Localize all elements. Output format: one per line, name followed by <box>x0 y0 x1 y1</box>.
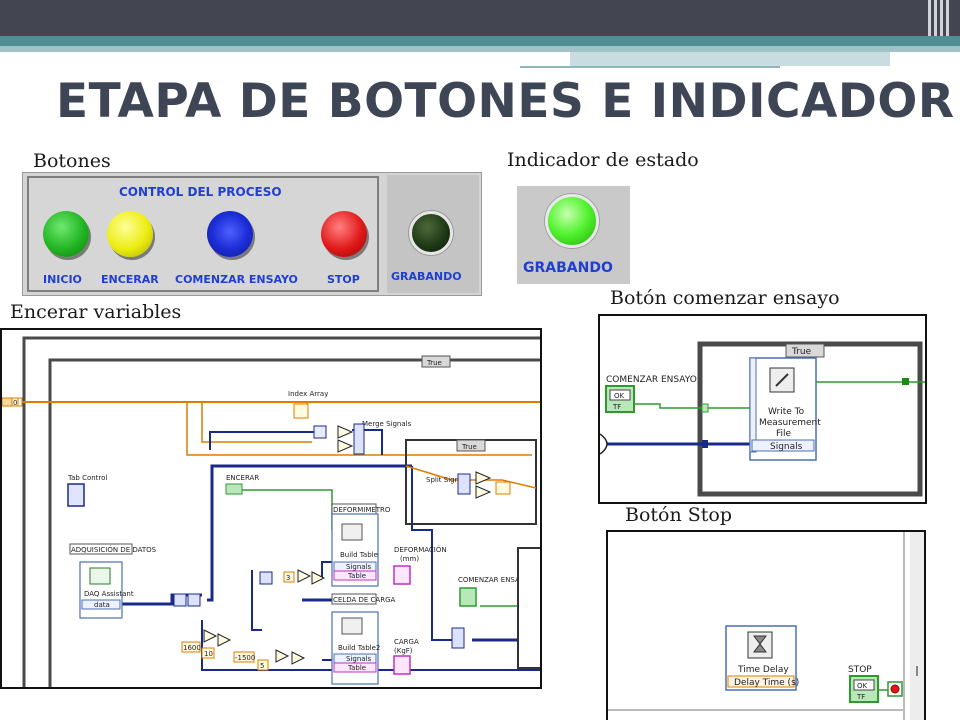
write-measurement-line1: Write To <box>768 407 805 417</box>
diagram-reset-variables: True True Index Array Merge Signals <box>0 328 542 689</box>
start-control-label: COMENZAR ENSAYO <box>606 375 697 385</box>
diagram-stop: Time Delay Delay Time (s) STOP OK TF <box>606 530 926 720</box>
inicio-label: INICIO <box>43 273 82 286</box>
case-selector-true[interactable]: True <box>426 359 442 367</box>
daq-data-label: data <box>94 601 110 609</box>
status-indicator: GRABANDO <box>517 186 630 284</box>
decorative-lines <box>928 0 950 36</box>
tab-control-label: Tab Control <box>67 474 107 482</box>
split-signals-label: Split Signals <box>426 476 469 484</box>
start-control-ok[interactable]: OK <box>614 392 625 400</box>
diagram-reset-canvas: True True Index Array Merge Signals <box>2 336 540 687</box>
build-table2-label: Build Table2 <box>338 644 380 652</box>
stop-label: STOP <box>327 273 360 286</box>
decorative-band <box>0 36 960 46</box>
write-measurement-signals: Signals <box>770 442 803 452</box>
decorative-line <box>520 66 780 68</box>
status-indicator-label: GRABANDO <box>523 260 613 276</box>
build-table2-signals: Signals <box>346 655 372 663</box>
build-table-table: Table <box>347 572 366 580</box>
time-delay-label: Time Delay <box>737 665 789 675</box>
comenzar-ensayo-label: COMENZAR ENSAYO <box>175 273 298 286</box>
slide-top-bar <box>0 0 960 36</box>
section-label-reset-vars: Encerar variables <box>10 301 182 323</box>
decorative-strip <box>570 52 890 66</box>
control-panel: CONTROL DEL PROCESO INICIO ENCERAR COMEN… <box>22 172 482 296</box>
control-panel-title: CONTROL DEL PROCESO <box>119 185 282 199</box>
control-panel-group: CONTROL DEL PROCESO INICIO ENCERAR COMEN… <box>27 176 379 292</box>
daq-assistant-label: DAQ Assistant <box>84 590 134 598</box>
carga-label: CARGA <box>394 638 419 646</box>
slide-title: ETAPA DE BOTONES E INDICADOR <box>56 74 955 129</box>
encerar-label: ENCERAR <box>101 273 159 286</box>
encerar-terminal-label: ENCERAR <box>226 474 259 482</box>
comenzar-ensayo-button[interactable] <box>207 211 253 257</box>
stop-control-tf: TF <box>856 693 865 701</box>
delay-time-input[interactable]: Delay Time (s) <box>734 678 799 688</box>
write-measurement-line3: File <box>776 429 792 439</box>
diagram-start-canvas: True COMENZAR ENSAYO OK TF Write To Meas… <box>600 341 925 497</box>
deformacion-label: DEFORMACIÓN <box>394 545 447 554</box>
deformimetro-label: DEFORMIMETRO <box>333 506 391 514</box>
build-table-signals: Signals <box>346 563 372 571</box>
stop-control-label: STOP <box>848 665 872 675</box>
constant-minus-1500[interactable]: -1500 <box>235 654 255 662</box>
status-led <box>545 194 599 248</box>
section-label-buttons: Botones <box>33 150 111 172</box>
decorative-band-light <box>0 46 960 52</box>
constant-1600[interactable]: 1600 <box>183 644 201 652</box>
comenzar-ensayo-terminal-label: COMENZAR ENSAYO <box>458 576 529 584</box>
stop-control-ok[interactable]: OK <box>857 682 868 690</box>
constant-5[interactable]: 5 <box>260 662 264 670</box>
celda-carga-label: CELDA DE CARGA <box>333 596 395 604</box>
inicio-button[interactable] <box>43 211 89 257</box>
section-label-indicator: Indicador de estado <box>507 149 699 171</box>
grabando-led-label: GRABANDO <box>391 270 462 283</box>
start-control-tf: TF <box>612 403 621 411</box>
build-table-label: Build Table <box>340 551 378 559</box>
diagram-start-test: True COMENZAR ENSAYO OK TF Write To Meas… <box>598 314 927 504</box>
constant-10[interactable]: 10 <box>204 650 213 658</box>
index-array-label: Index Array <box>288 390 328 398</box>
constant-0[interactable]: 0 <box>13 399 17 407</box>
section-label-stop: Botón Stop <box>625 504 733 526</box>
grabando-led <box>409 211 453 255</box>
section-label-start-test: Botón comenzar ensayo <box>610 287 840 309</box>
encerar-button[interactable] <box>107 211 153 257</box>
deformacion-unit: (mm) <box>400 555 419 563</box>
diagram-stop-canvas: Time Delay Delay Time (s) STOP OK TF <box>608 532 924 720</box>
inner-case-selector-true[interactable]: True <box>461 443 477 451</box>
merge-signals-label: Merge Signals <box>362 420 412 428</box>
start-case-selector[interactable]: True <box>791 347 812 357</box>
write-measurement-line2: Measurement <box>759 418 821 428</box>
grabando-led-area: GRABANDO <box>387 175 479 293</box>
carga-unit: (KgF) <box>394 647 413 655</box>
adquisicion-label: ADQUISICIÓN DE DATOS <box>71 545 157 554</box>
build-table2-table: Table <box>347 664 366 672</box>
constant-3[interactable]: 3 <box>286 574 290 582</box>
stop-button[interactable] <box>321 211 367 257</box>
